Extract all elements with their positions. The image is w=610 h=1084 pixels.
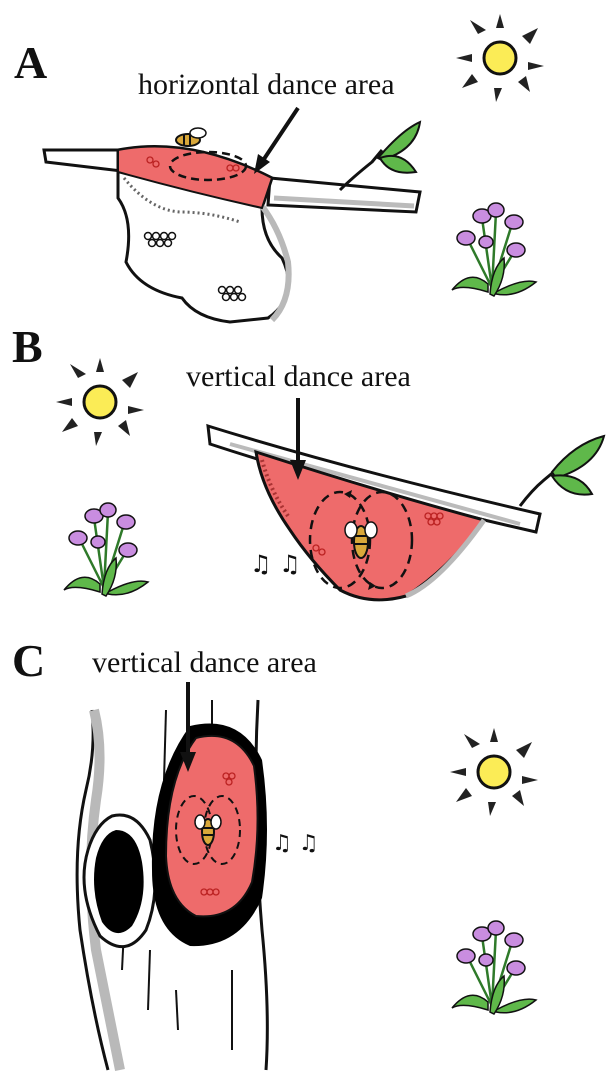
sun-icon: [450, 728, 538, 816]
panel-c: C vertical dance area: [0, 630, 610, 1084]
svg-text:♫ ♫: ♫ ♫: [250, 550, 301, 578]
arrow-icon: [254, 108, 298, 174]
knot-hole-icon: [84, 815, 155, 947]
sun-icon: [456, 14, 544, 102]
bee-icon: [176, 128, 206, 146]
nest-icon: [118, 147, 289, 323]
flower-icon: [452, 921, 536, 1014]
sun-icon: [56, 358, 144, 446]
svg-text:♫ ♫: ♫ ♫: [272, 831, 318, 856]
panel-b-illustration: ♫ ♫: [0, 320, 610, 640]
panel-b: B vertical dance area: [0, 320, 610, 640]
music-note-icon: ♫ ♫: [272, 831, 318, 856]
panel-c-illustration: ♫ ♫: [0, 630, 610, 1084]
music-note-icon: ♫ ♫: [250, 550, 301, 578]
flower-icon: [64, 503, 148, 596]
flower-icon: [452, 203, 536, 296]
panel-a-illustration: [0, 0, 610, 345]
panel-a: A horizontal dance area: [0, 0, 610, 345]
